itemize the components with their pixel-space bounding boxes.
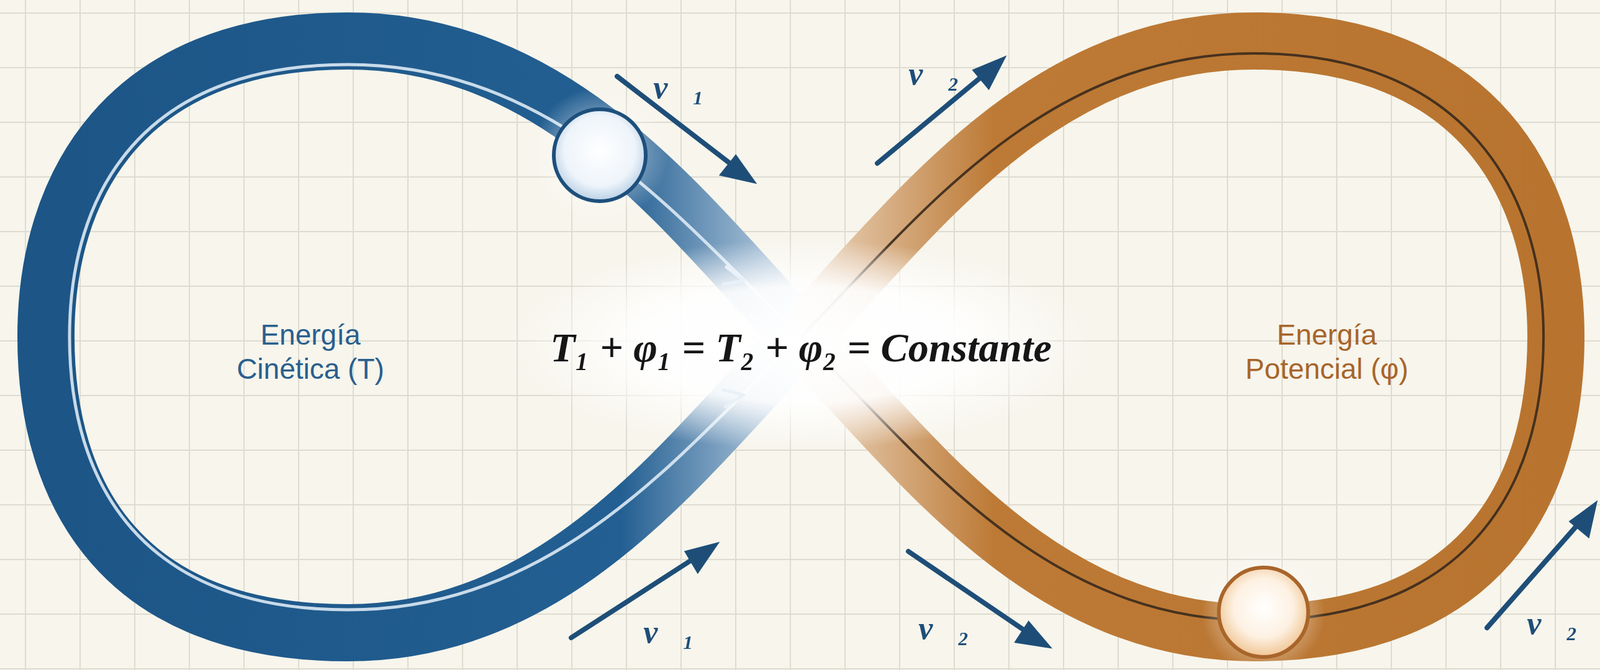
velocity-label: v⃗₁ xyxy=(643,613,695,651)
energy-label: Energía Cinética (T) xyxy=(217,317,404,387)
energy-equation: T₁ + φ₁ = T₂ + φ₂ = Constante xyxy=(550,324,1052,372)
velocity-label: v⃗₂ xyxy=(908,55,960,92)
energy-label: Energía Potencial (φ) xyxy=(1233,317,1420,387)
ball xyxy=(1218,567,1309,657)
velocity-label: v⃗₂ xyxy=(1526,604,1578,642)
ball-halo xyxy=(1201,550,1326,670)
velocity-label: v⃗₂ xyxy=(918,609,970,647)
ball-halo xyxy=(531,86,669,224)
ball xyxy=(553,109,646,202)
center-glow xyxy=(509,239,1093,451)
velocity-label: v⃗₁ xyxy=(653,68,705,106)
